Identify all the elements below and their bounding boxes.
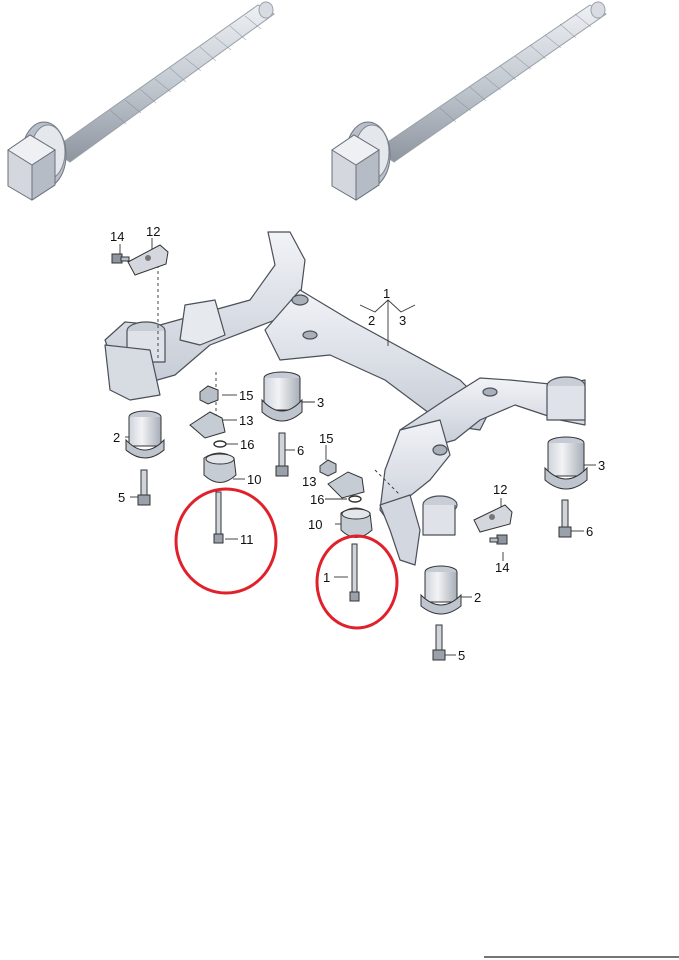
callout-12-left: 12 — [146, 224, 160, 239]
part-14-left — [111, 253, 130, 264]
subframe — [104, 231, 586, 566]
bolt-photo-right — [331, 1, 607, 201]
part-3-right-bush — [544, 436, 588, 490]
part-15-left — [199, 385, 219, 405]
callout-15-right: 15 — [319, 431, 333, 446]
part-13-left — [189, 411, 226, 439]
callout-6-left: 6 — [297, 443, 304, 458]
callout-3-left: 3 — [317, 395, 324, 410]
part-2-right-bush — [420, 565, 462, 615]
part-13-right — [327, 471, 365, 499]
callout-10-left: 10 — [247, 472, 261, 487]
callout-3: 3 — [399, 313, 406, 328]
callout-11: 11 — [240, 532, 254, 547]
part-3-left-bush — [261, 371, 303, 422]
part-12-right — [473, 504, 513, 533]
callout-13-left: 13 — [239, 413, 253, 428]
callout-5-right: 5 — [458, 648, 465, 663]
part-14-right — [489, 534, 508, 545]
part-5-left-bolt — [137, 469, 151, 506]
callout-1: 1 — [383, 286, 390, 301]
callout-2-right: 2 — [474, 590, 481, 605]
callout-10-right: 10 — [308, 517, 322, 532]
callout-14-left: 14 — [110, 229, 124, 244]
part-10-left — [203, 452, 237, 483]
callout-1-bolt: 1 — [323, 570, 330, 585]
callout-2: 2 — [368, 313, 375, 328]
callout-labels: 1 2 3 14 12 15 13 3 2 16 6 10 5 11 15 13… — [110, 224, 605, 663]
callout-15-left: 15 — [239, 388, 253, 403]
part-16-right — [348, 495, 362, 503]
callout-14-right: 14 — [495, 560, 509, 575]
part-15-right — [319, 459, 337, 477]
highlight-circle-right — [315, 534, 399, 630]
callout-5-left: 5 — [118, 490, 125, 505]
callout-3-right: 3 — [598, 458, 605, 473]
part-6-right-bolt — [558, 499, 572, 538]
part-16-left — [213, 440, 227, 448]
part-6-left-bolt — [275, 432, 289, 477]
callout-16-right: 16 — [310, 492, 324, 507]
callout-13-right: 13 — [302, 474, 316, 489]
part-1-bolt — [349, 543, 360, 602]
callout-16-left: 16 — [240, 437, 254, 452]
callout-12-right: 12 — [493, 482, 507, 497]
part-5-right-bolt — [432, 624, 446, 661]
part-2-left-bush — [125, 410, 165, 459]
callout-6-right: 6 — [586, 524, 593, 539]
callout-2-left: 2 — [113, 430, 120, 445]
part-12-left — [127, 244, 169, 276]
part-11-bolt — [213, 491, 224, 544]
highlight-circle-left — [174, 487, 278, 595]
bolt-photo-left — [7, 1, 275, 201]
part-10-right — [340, 507, 373, 538]
